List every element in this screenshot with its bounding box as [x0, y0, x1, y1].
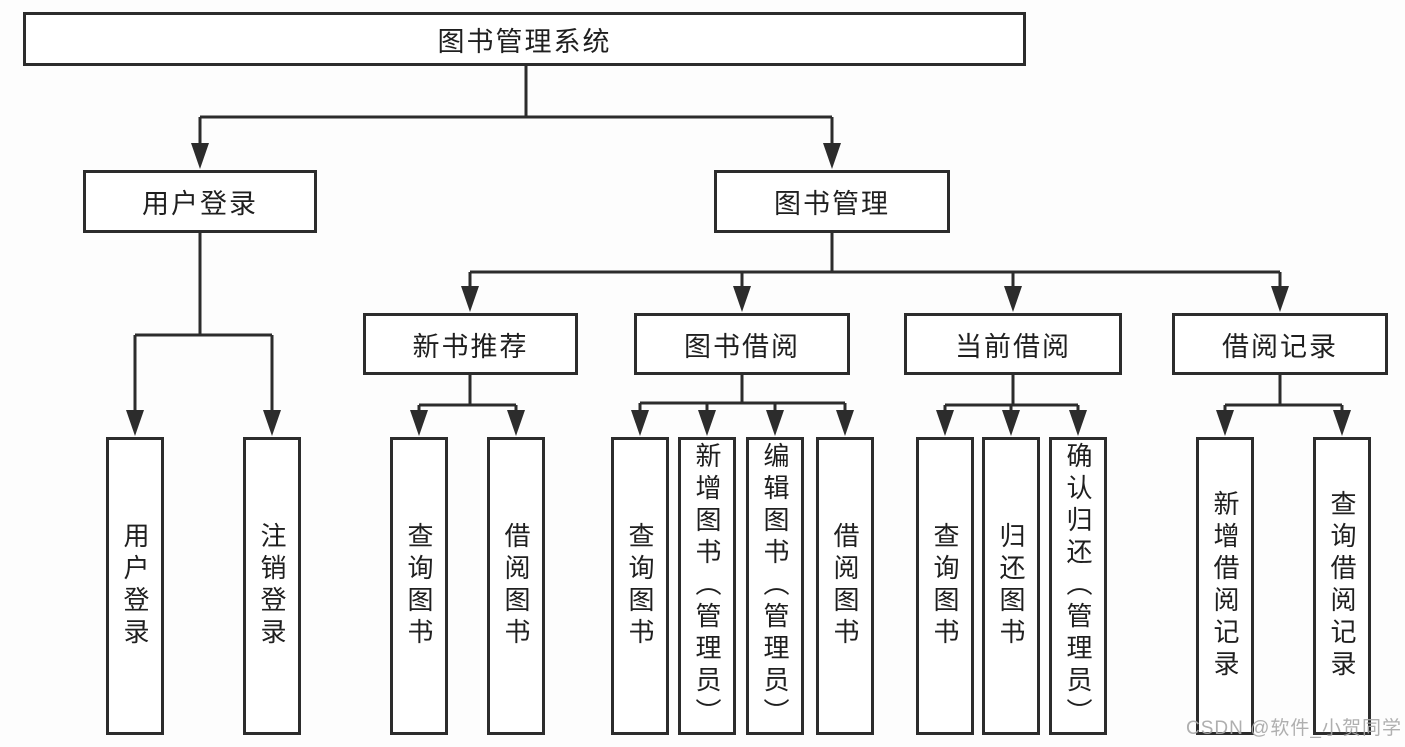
leaf-label: 借阅图书 [830, 522, 860, 650]
leaf-query-borrow-record: 查询借阅记录 [1313, 437, 1371, 735]
node-label: 借阅记录 [1222, 331, 1338, 362]
node-new-book-recommendation: 新书推荐 [363, 313, 578, 375]
node-label: 图书管理系统 [437, 26, 612, 57]
leaf-query-books-borrow: 查询图书 [611, 437, 669, 735]
node-label: 新书推荐 [412, 331, 529, 362]
node-label: 图书借阅 [684, 331, 800, 362]
leaf-label: 归还图书 [996, 522, 1026, 650]
node-book-borrowing: 图书借阅 [634, 313, 850, 375]
leaf-user-login: 用户登录 [106, 437, 164, 735]
connector-paths [133, 66, 1344, 418]
leaf-add-borrow-record: 新增借阅记录 [1196, 437, 1254, 735]
leaf-query-books-recommend: 查询图书 [390, 437, 448, 735]
leaf-label: 借阅图书 [501, 522, 531, 650]
leaf-label: 查询图书 [930, 522, 960, 650]
leaf-edit-books-admin: 编辑图书（管理员） [746, 437, 804, 735]
node-book-management: 图书管理 [714, 170, 950, 233]
leaf-return-books: 归还图书 [982, 437, 1040, 735]
node-label: 图书管理 [774, 189, 890, 219]
leaf-label: 查询借阅记录 [1327, 490, 1357, 682]
leaf-logout-login: 注销登录 [243, 437, 301, 735]
arrowheads [126, 143, 1351, 436]
leaf-label: 查询图书 [625, 522, 655, 650]
node-label: 当前借阅 [955, 331, 1071, 362]
leaf-label: 注销登录 [257, 522, 287, 650]
leaf-borrow-books-borrow: 借阅图书 [816, 437, 874, 735]
leaf-confirm-return-admin: 确认归还（管理员） [1049, 437, 1107, 735]
leaf-add-books-admin: 新增图书（管理员） [678, 437, 736, 735]
leaf-label: 编辑图书（管理员） [760, 442, 790, 730]
node-label: 用户登录 [142, 189, 258, 219]
node-borrowing-records: 借阅记录 [1172, 313, 1388, 375]
node-root-title: 图书管理系统 [23, 12, 1026, 66]
leaf-borrow-books-recommend: 借阅图书 [487, 437, 545, 735]
leaf-label: 用户登录 [120, 522, 150, 650]
leaf-label: 确认归还（管理员） [1063, 442, 1093, 730]
leaf-query-books-current: 查询图书 [916, 437, 974, 735]
node-user-login: 用户登录 [83, 170, 317, 233]
node-current-borrowing: 当前借阅 [904, 313, 1122, 375]
leaf-label: 查询图书 [404, 522, 434, 650]
leaf-label: 新增借阅记录 [1210, 490, 1240, 682]
watermark-csdn: CSDN @软件_小贺同学 [1186, 718, 1402, 739]
leaf-label: 新增图书（管理员） [692, 442, 722, 730]
